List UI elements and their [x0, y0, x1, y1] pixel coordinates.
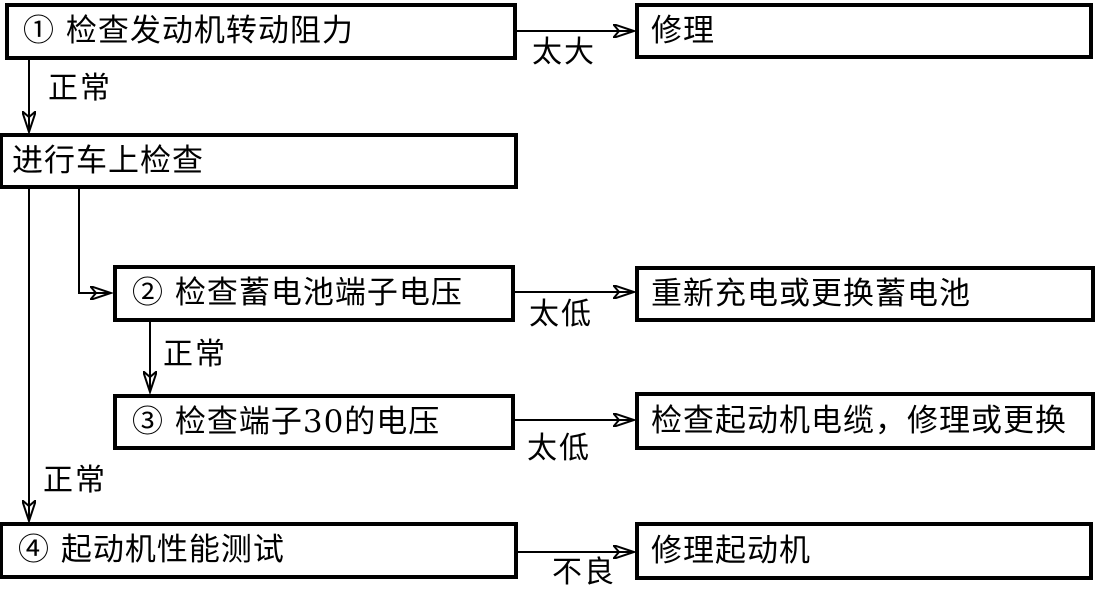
flow-box-label: ④ 起动机性能测试 — [18, 532, 285, 568]
edge-label-too-low-2: 太低 — [527, 431, 591, 466]
flow-box-check-battery-terminal-voltage: ② 检查蓄电池端子电压 — [113, 265, 515, 322]
flow-box-label: 重新充电或更换蓄电池 — [651, 275, 971, 312]
arrow-on-vehicle-to-step2 — [78, 189, 111, 293]
flow-box-check-starter-cable: 检查起动机电缆，修理或更换 — [635, 392, 1095, 450]
flow-box-repair-starter: 修理起动机 — [635, 522, 1093, 580]
flow-box-repair: 修理 — [635, 3, 1093, 59]
flow-box-label: 检查起动机电缆，修理或更换 — [651, 402, 1067, 439]
edge-label-normal-1: 正常 — [48, 71, 112, 106]
flow-box-label: ② 检查蓄电池端子电压 — [132, 275, 463, 311]
edge-label-too-low-1: 太低 — [529, 297, 593, 332]
edge-label-normal-2: 正常 — [163, 337, 227, 372]
edge-label-normal-3: 正常 — [43, 463, 107, 498]
flow-box-label: 修理起动机 — [651, 532, 811, 569]
flow-box-on-vehicle-inspection: 进行车上检查 — [0, 133, 518, 189]
edge-label-too-large: 太大 — [532, 35, 596, 70]
edge-label-bad: 不良 — [552, 555, 616, 590]
flow-box-recharge-or-replace-battery: 重新充电或更换蓄电池 — [635, 266, 1095, 322]
flow-box-check-terminal-30-voltage: ③ 检查端子30的电压 — [113, 394, 515, 450]
flow-box-label: ③ 检查端子30的电压 — [132, 403, 441, 440]
flow-box-starter-performance-test: ④ 起动机性能测试 — [0, 522, 518, 579]
flow-box-label: ① 检查发动机转动阻力 — [23, 13, 354, 49]
flow-box-label: 进行车上检查 — [12, 142, 204, 179]
flow-box-label: 修理 — [651, 12, 715, 49]
flow-box-check-engine-resistance: ① 检查发动机转动阻力 — [5, 3, 517, 60]
